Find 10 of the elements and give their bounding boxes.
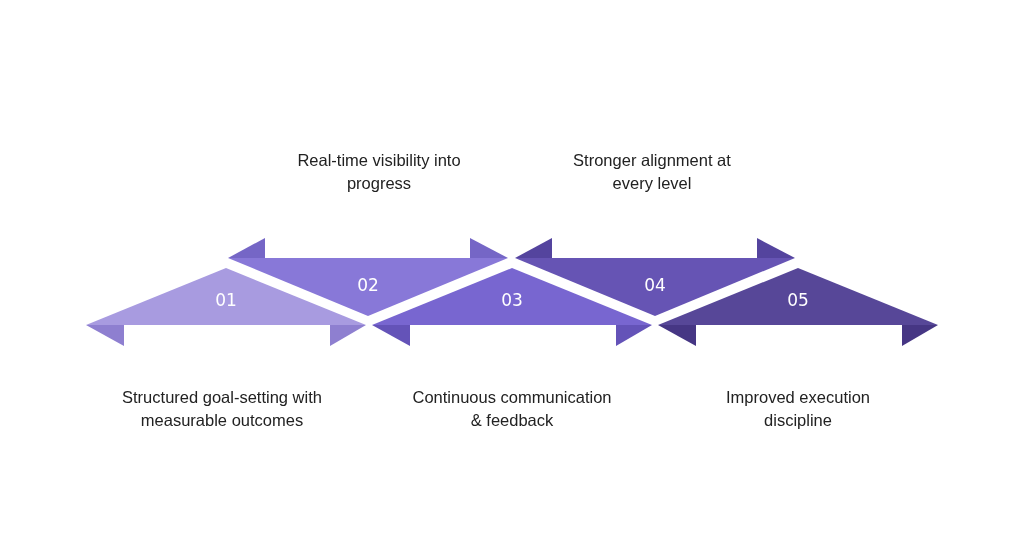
step-number: 02 xyxy=(357,275,379,295)
step-number: 04 xyxy=(644,275,666,295)
step-number: 01 xyxy=(215,290,237,310)
step-caption: Stronger alignment at every level xyxy=(572,150,732,194)
step-number: 05 xyxy=(787,290,809,310)
step-caption: Real-time visibility into progress xyxy=(296,150,462,194)
step-caption: Improved execution discipline xyxy=(725,387,871,431)
step-number: 03 xyxy=(501,290,523,310)
step-caption: Structured goal-setting with measurable outcomes xyxy=(121,387,323,431)
step-caption: Continuous communication & feedback xyxy=(411,387,613,431)
